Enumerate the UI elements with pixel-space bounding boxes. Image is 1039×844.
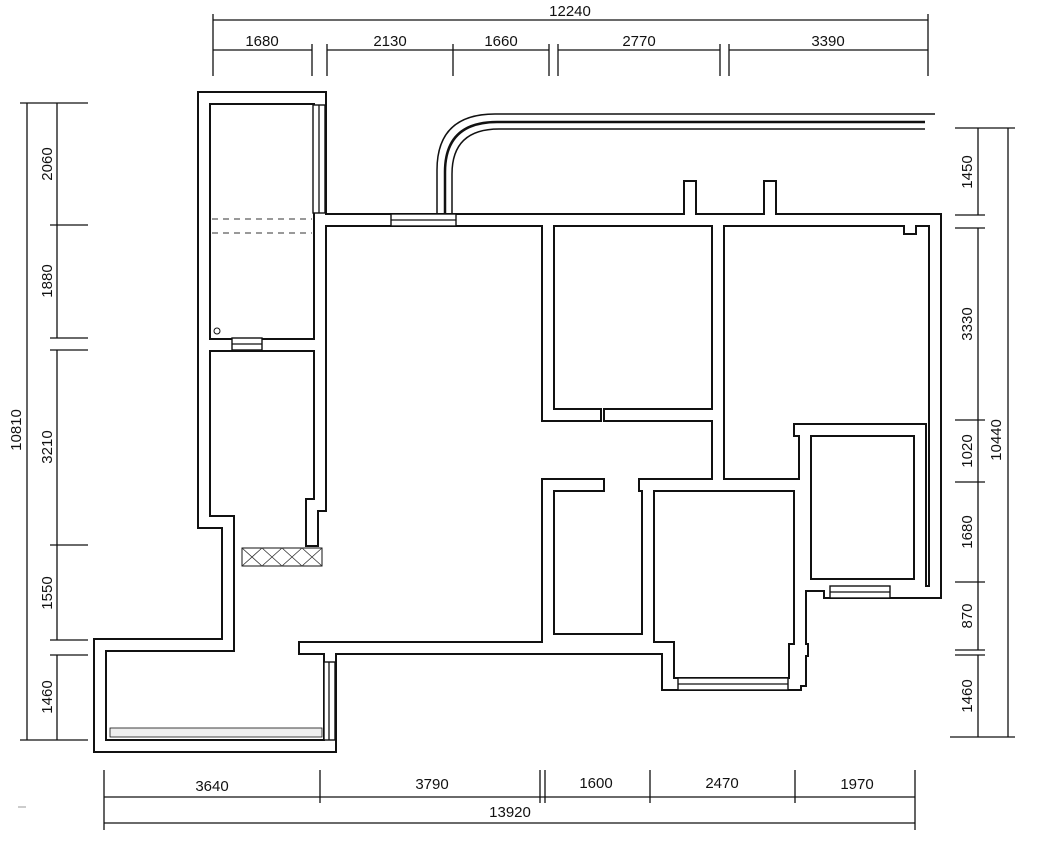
- right-seg-6: 1460: [959, 679, 976, 712]
- left-total: 10810: [8, 409, 25, 451]
- top-seg-1: 1680: [245, 33, 278, 50]
- bottom-dimensions: 3640 3790 1600 2470 1970 13920: [103, 770, 916, 830]
- left-seg-2: 1880: [39, 264, 56, 297]
- walls: [93, 91, 942, 753]
- right-total: 10440: [988, 419, 1005, 461]
- balcony-rail: [436, 113, 935, 215]
- left-seg-1: 2060: [39, 147, 56, 180]
- left-seg-3: 3210: [39, 430, 56, 463]
- right-seg-4: 1680: [959, 515, 976, 548]
- windows: [109, 104, 891, 741]
- right-seg-1: 1450: [959, 155, 976, 188]
- watermark: [18, 806, 26, 808]
- top-seg-4: 2770: [622, 33, 655, 50]
- right-seg-5: 870: [959, 603, 976, 628]
- left-seg-4: 1550: [39, 576, 56, 609]
- top-seg-5: 3390: [811, 33, 844, 50]
- top-seg-3: 1660: [484, 33, 517, 50]
- bottom-seg-1: 3640: [195, 778, 228, 795]
- bottom-seg-3: 1600: [579, 775, 612, 792]
- top-total: 12240: [549, 3, 591, 20]
- right-seg-2: 3330: [959, 307, 976, 340]
- left-seg-5: 1460: [39, 680, 56, 713]
- bottom-seg-2: 3790: [415, 776, 448, 793]
- bottom-seg-5: 1970: [840, 776, 873, 793]
- left-dimensions: 10810 2060 1880 3210 1550 1460: [8, 102, 88, 741]
- right-seg-3: 1020: [959, 434, 976, 467]
- right-dimensions: 10440 1450 3330 1020 1680 870 1460: [950, 127, 1015, 738]
- bottom-seg-4: 2470: [705, 775, 738, 792]
- top-seg-2: 2130: [373, 33, 406, 50]
- bottom-total: 13920: [489, 804, 531, 821]
- top-dimensions: 12240 1680 2130 1660 2770 3390: [212, 3, 929, 76]
